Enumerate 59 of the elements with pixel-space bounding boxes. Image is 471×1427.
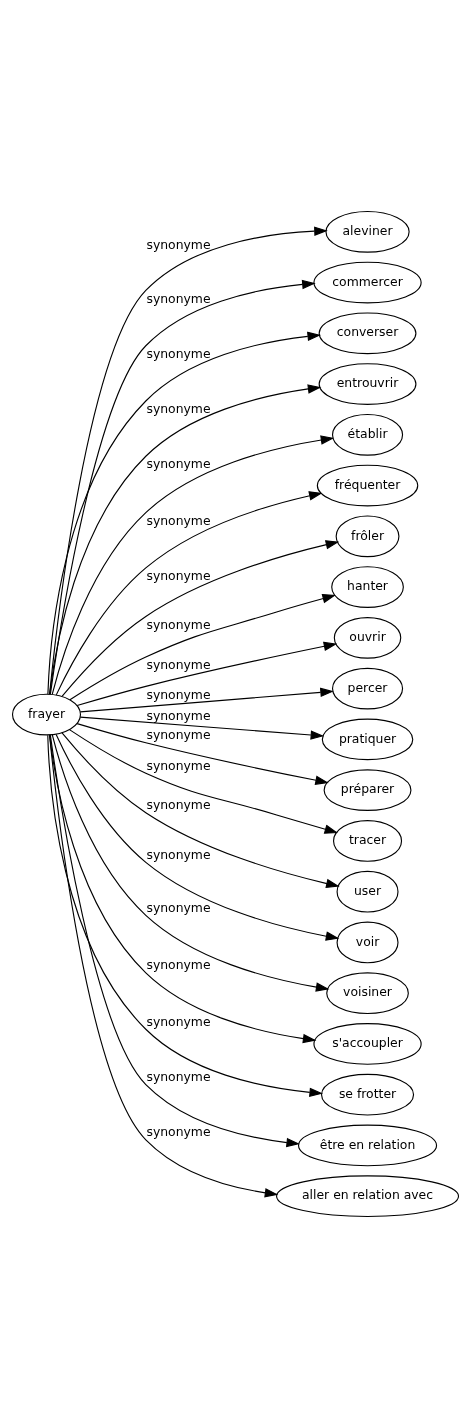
edge-label: synonyme bbox=[146, 400, 211, 416]
node-ellipse: user bbox=[336, 870, 399, 912]
edge-label: synonyme bbox=[146, 707, 211, 723]
node-ellipse: préparer bbox=[323, 768, 412, 811]
node-ellipse: établir bbox=[331, 413, 404, 456]
arrow bbox=[76, 722, 329, 785]
edge-label: synonyme bbox=[146, 656, 211, 672]
edge-label: synonyme bbox=[146, 899, 211, 915]
node-ellipse: aleviner bbox=[325, 210, 410, 253]
edge-label: synonyme bbox=[146, 1013, 211, 1029]
edge-label: synonyme bbox=[146, 1068, 211, 1084]
arrow bbox=[55, 490, 323, 695]
node-ellipse: ouvrir bbox=[333, 616, 402, 659]
node-ellipse: fréquenter bbox=[316, 464, 419, 506]
node-ellipse: percer bbox=[331, 667, 404, 709]
node-ellipse: être en relation bbox=[298, 1124, 438, 1166]
arrow bbox=[49, 225, 328, 695]
edge-label: synonyme bbox=[146, 846, 211, 862]
node-ellipse: hanter bbox=[331, 565, 404, 608]
node-ellipse: commercer bbox=[313, 261, 422, 303]
edge-label: synonyme bbox=[146, 796, 211, 812]
edge-label: synonyme bbox=[146, 236, 211, 252]
arrow bbox=[61, 539, 340, 697]
node-ellipse: voir bbox=[336, 921, 399, 963]
arrow bbox=[51, 434, 335, 695]
arrow bbox=[47, 734, 323, 1097]
node-ellipse: frayer bbox=[11, 693, 82, 735]
edge-label: synonyme bbox=[146, 757, 211, 773]
node-ellipse: voisiner bbox=[326, 971, 409, 1014]
node-ellipse: entrouvrir bbox=[318, 362, 417, 405]
edge-label: synonyme bbox=[146, 616, 211, 632]
edge-label: synonyme bbox=[146, 512, 211, 528]
node-ellipse: tracer bbox=[333, 819, 403, 862]
edge-label: synonyme bbox=[146, 1123, 211, 1139]
edge-label: synonyme bbox=[146, 345, 211, 361]
edge-label: synonyme bbox=[146, 567, 211, 583]
arrow bbox=[51, 733, 330, 992]
node-ellipse: s'accoupler bbox=[313, 1022, 422, 1065]
arrow bbox=[49, 733, 317, 1043]
node-ellipse: frôler bbox=[335, 515, 400, 557]
arrow bbox=[68, 728, 339, 834]
arrow bbox=[49, 383, 322, 695]
arrow bbox=[79, 716, 325, 740]
node-ellipse: pratiquer bbox=[321, 718, 414, 760]
arrow bbox=[49, 733, 279, 1197]
arrow bbox=[55, 733, 340, 941]
edge-label: synonyme bbox=[146, 455, 211, 471]
arrow bbox=[76, 641, 338, 706]
arrow bbox=[49, 734, 300, 1147]
arrow bbox=[61, 731, 340, 888]
edge-label: synonyme bbox=[146, 956, 211, 972]
arrow bbox=[79, 687, 334, 712]
node-ellipse: converser bbox=[318, 311, 417, 354]
node-ellipse: se frotter bbox=[320, 1073, 415, 1116]
node-ellipse: aller en relation avec bbox=[276, 1174, 460, 1217]
edge-label: synonyme bbox=[146, 726, 211, 742]
arrow bbox=[69, 593, 336, 700]
edge-label: synonyme bbox=[146, 686, 211, 702]
edge-label: synonyme bbox=[146, 290, 211, 306]
